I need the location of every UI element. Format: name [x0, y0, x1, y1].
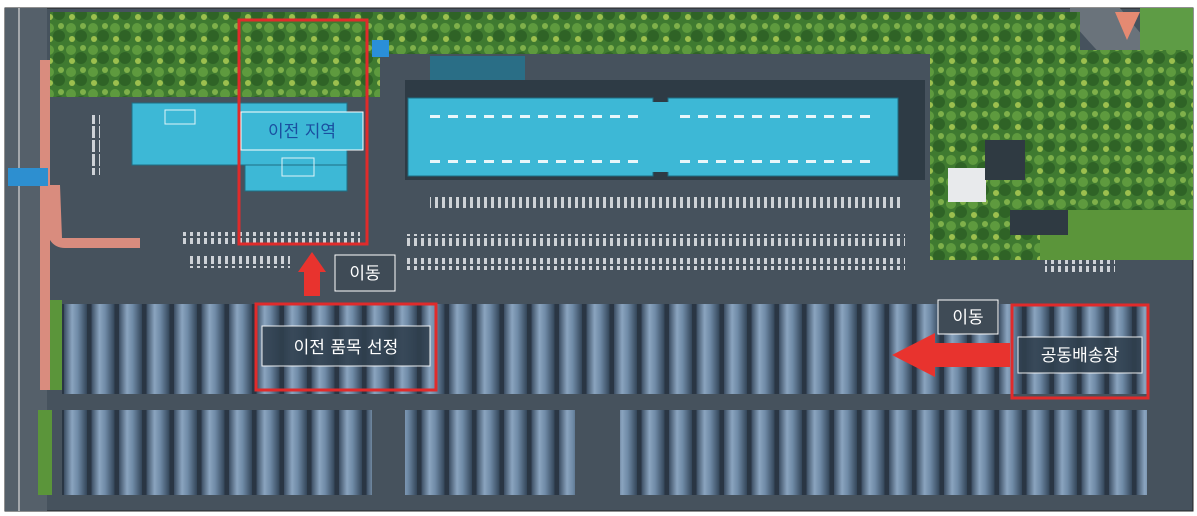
tree-belt-top	[50, 12, 380, 97]
relocation-item-selection-label-box	[261, 325, 431, 367]
greenhouse-block-bottom-right	[620, 410, 1147, 495]
relocation-item-selection-label: 이전 품목 선정	[294, 338, 399, 358]
parking-rows	[90, 115, 1115, 272]
shared-shipping-area-label-box	[1017, 336, 1143, 374]
relocation-area-label-box	[240, 111, 364, 151]
roof-skylights	[430, 115, 870, 163]
shared-shipping-area-highlight	[1010, 303, 1150, 400]
small-blue-kiosk	[372, 40, 389, 57]
greenhouse-block-bottom-mid	[405, 410, 575, 495]
left-sidewalk	[40, 60, 50, 390]
move-top-label-box	[334, 254, 396, 292]
move-left-arrow	[892, 333, 1010, 377]
relocation-item-selection-highlight	[254, 302, 438, 392]
entrance-canopy	[8, 168, 48, 186]
move-top-label: 이동	[349, 264, 380, 284]
relocation-area-label: 이전 지역	[268, 122, 336, 142]
shared-shipping-area-label: 공동배송장	[1041, 346, 1120, 366]
main-building-roof-right	[667, 97, 899, 177]
move-right-label-box	[937, 299, 999, 335]
small-white-building	[948, 168, 986, 202]
main-building-roof-left	[407, 97, 654, 177]
move-right-label: 이동	[952, 308, 983, 328]
tree-belt-top-mid	[380, 12, 1080, 54]
relocation-area-highlight	[237, 18, 369, 246]
move-up-arrow	[298, 252, 326, 296]
greenhouse-block-bottom-left	[62, 410, 372, 495]
